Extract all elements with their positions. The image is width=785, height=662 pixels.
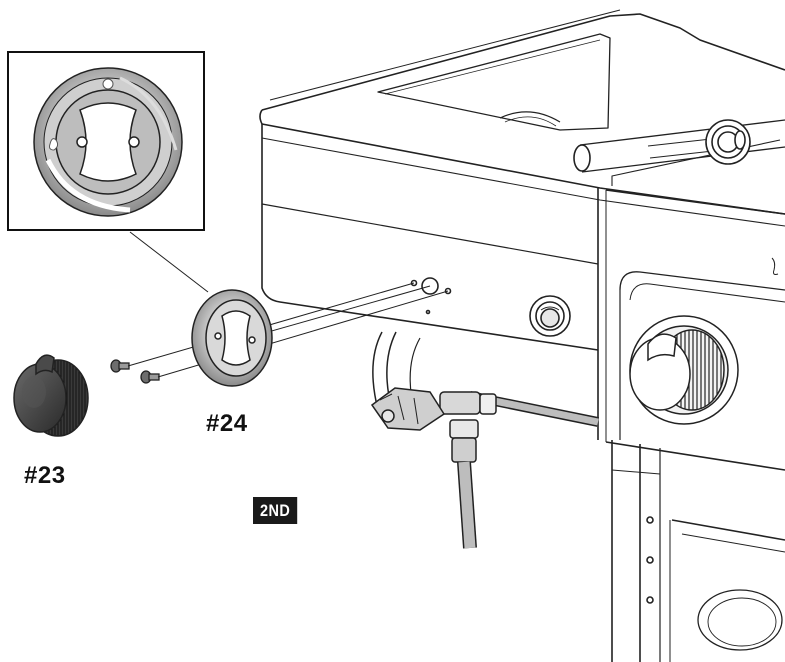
part-number-bezel: #24 (206, 410, 248, 437)
screw-icon (140, 370, 160, 384)
flame-indicator-icon (49, 138, 59, 151)
screw-icon (110, 359, 130, 373)
flame-indicator-icon (102, 78, 114, 90)
installed-knob (629, 315, 739, 425)
alignment-lines (127, 231, 449, 378)
step-badge: 2ND (253, 497, 298, 524)
part-number-knob: #23 (24, 462, 66, 489)
bezel-icon (191, 289, 273, 387)
grill-body (259, 9, 785, 662)
bezel-detail (33, 67, 183, 217)
gas-valve-hose (370, 331, 600, 549)
detail-inset (7, 51, 205, 231)
knob-icon (13, 354, 89, 437)
